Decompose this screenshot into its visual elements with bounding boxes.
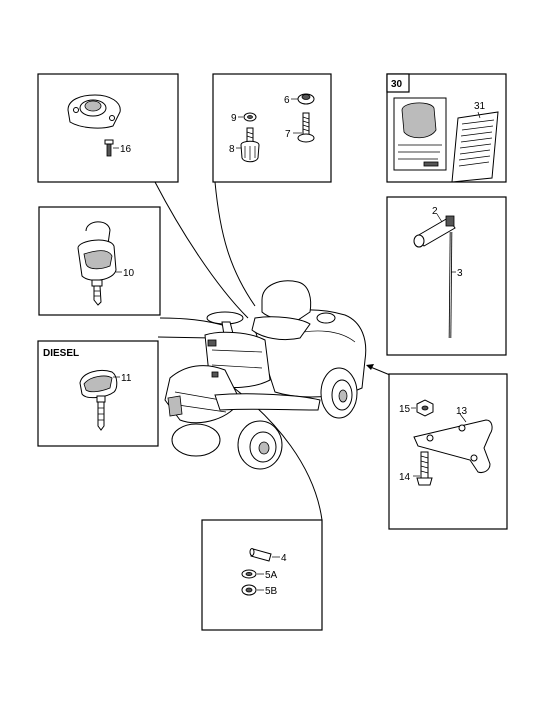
- bracket-part-13: [413, 419, 493, 473]
- leader-line-box-6-9: [214, 181, 256, 307]
- box-decal-set: 30 31: [386, 73, 507, 183]
- bolt-part-7: [297, 112, 315, 143]
- label-4: 4: [281, 553, 287, 564]
- screw-part-16: [104, 139, 114, 157]
- label-8: 8: [229, 144, 235, 155]
- key-part-10: [77, 221, 117, 306]
- washer-part-9: [243, 112, 257, 122]
- box-hardware: 6 7 9 8: [212, 73, 332, 183]
- washer-part-5a: [241, 569, 257, 579]
- leader-line-box-10: [159, 317, 227, 327]
- box-bracket: 13 15 14: [388, 373, 508, 530]
- label-7: 7: [285, 129, 291, 140]
- pin-part-4: [249, 548, 272, 562]
- box-key-10: 10: [38, 206, 161, 316]
- label-14: 14: [399, 472, 411, 483]
- label-16: 16: [120, 144, 132, 155]
- label-3: 3: [457, 268, 463, 279]
- knob-part-8: [240, 127, 260, 163]
- box-pin-washers: 4 5A 5B: [201, 519, 323, 631]
- label-9: 9: [231, 113, 237, 124]
- key-part-11: [79, 369, 118, 431]
- bolt-part-14: [416, 451, 433, 486]
- holder-plate-part: [67, 94, 121, 129]
- box-header-30: 30: [391, 79, 403, 90]
- box-decal-holder: 16: [37, 73, 179, 183]
- decal-sheet-part: [393, 97, 447, 171]
- label-13: 13: [456, 406, 468, 417]
- rod-part-3: [448, 231, 453, 339]
- box-header-diesel: DIESEL: [43, 348, 79, 359]
- leader-line-box-11: [157, 336, 213, 339]
- decal-card-part: [451, 111, 499, 183]
- box-cable: 2 3: [386, 196, 507, 356]
- box-diesel-key: DIESEL 11: [37, 340, 159, 447]
- leader-line-box-4-5: [217, 375, 323, 521]
- label-31: 31: [474, 101, 486, 112]
- label-5b: 5B: [265, 586, 278, 597]
- label-10: 10: [123, 268, 135, 279]
- label-2: 2: [432, 206, 438, 217]
- leader-arrowhead: [366, 364, 374, 370]
- leader-line-box-16: [154, 181, 249, 319]
- label-15: 15: [399, 404, 411, 415]
- label-6: 6: [284, 95, 290, 106]
- tractor-illustration: [164, 280, 367, 470]
- nut-part-6: [297, 93, 315, 105]
- label-11: 11: [121, 373, 132, 384]
- washer-part-5b: [241, 584, 257, 596]
- leader-lines: [154, 181, 391, 521]
- label-5a: 5A: [265, 570, 278, 581]
- clamp-part-2: [413, 215, 456, 248]
- nut-part-15: [416, 399, 434, 417]
